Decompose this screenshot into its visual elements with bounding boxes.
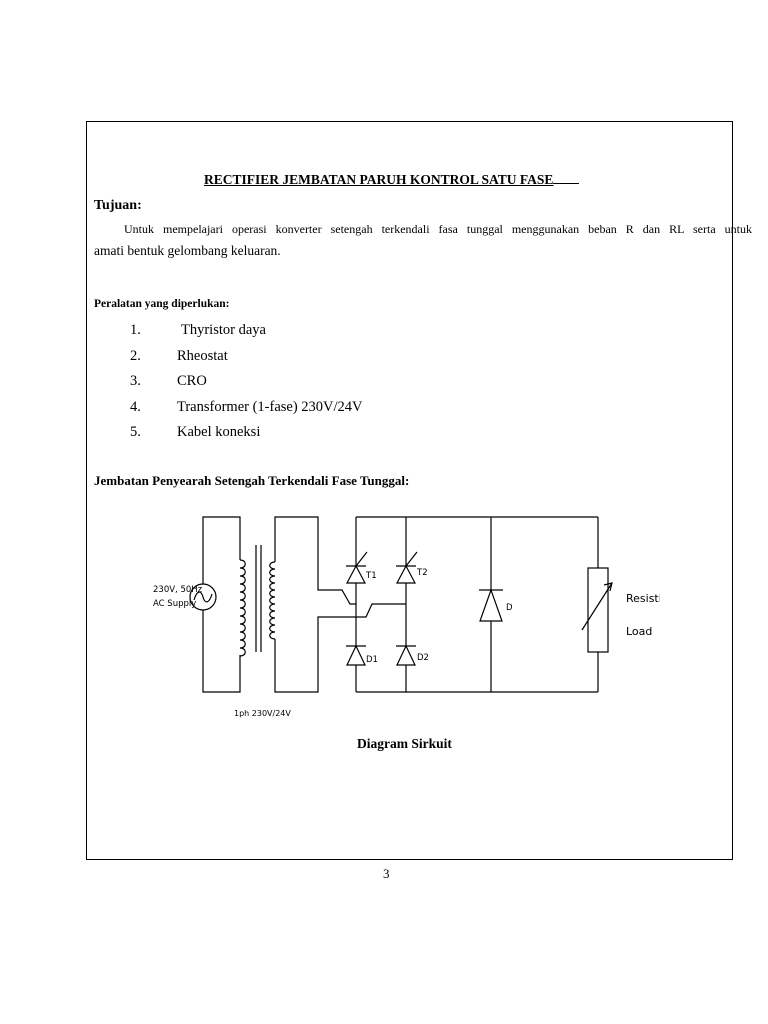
equipment-heading: Peralatan yang diperlukan:	[94, 298, 230, 310]
list-item-text: CRO	[177, 373, 207, 389]
primary-coil-icon	[239, 559, 246, 657]
variable-arrow	[581, 582, 613, 631]
d1-label: D1	[366, 655, 378, 665]
resistive-load-icon	[587, 567, 609, 653]
circuit-diagram: 230V, 50Hz AC Supply 1ph 230V/24V T1 T2 …	[153, 516, 660, 718]
objective-heading: Tujuan:	[94, 198, 142, 213]
list-item-number: 5.	[130, 424, 141, 440]
list-item-text: Rheostat	[177, 347, 228, 364]
load-label: Resistive	[626, 592, 660, 605]
list-item-number: 2.	[130, 347, 141, 364]
list-item-text: Transformer (1-fase) 230V/24V	[177, 398, 363, 415]
list-item-number: 1.	[130, 322, 141, 338]
t1-label: T1	[365, 571, 377, 581]
supply-label: AC Supply	[153, 599, 196, 609]
secondary-wire	[274, 516, 356, 605]
list-item-text: Kabel koneksi	[177, 424, 261, 440]
diagram-caption: Diagram Sirkuit	[357, 736, 452, 751]
page-frame	[86, 121, 733, 860]
load-label: Load	[626, 625, 652, 638]
objective-line-1: Untuk mempelajari operasi konverter sete…	[124, 222, 752, 236]
page-number: 3	[383, 866, 390, 881]
diode-d1-icon	[346, 644, 366, 666]
circuit-heading: Jembatan Penyearah Setengah Terkendali F…	[94, 473, 410, 488]
thyristor-t2-icon	[396, 551, 418, 584]
list-item-number: 3.	[130, 373, 141, 389]
d-label: D	[506, 603, 513, 613]
transformer-label: 1ph 230V/24V	[234, 709, 291, 718]
thyristor-t1-icon	[346, 551, 368, 584]
d2-label: D2	[417, 653, 429, 663]
list-item-number: 4.	[130, 398, 141, 415]
diode-d2-icon	[396, 644, 416, 666]
diode-d-icon	[479, 588, 503, 622]
list-item-text: Thyristor daya	[181, 322, 266, 338]
secondary-coil-icon	[269, 561, 276, 640]
objective-paragraph: Untuk mempelajari operasi konverter sete…	[94, 222, 752, 259]
document-title: RECTIFIER JEMBATAN PARUH KONTROL SATU FA…	[204, 172, 580, 188]
secondary-wire	[274, 603, 406, 693]
supply-label: 230V, 50Hz	[153, 585, 203, 595]
t2-label: T2	[416, 568, 428, 578]
sine-wave	[193, 591, 213, 603]
objective-line-2: amati bentuk gelombang keluaran.	[94, 243, 281, 258]
variable-arrow-head	[603, 582, 613, 592]
